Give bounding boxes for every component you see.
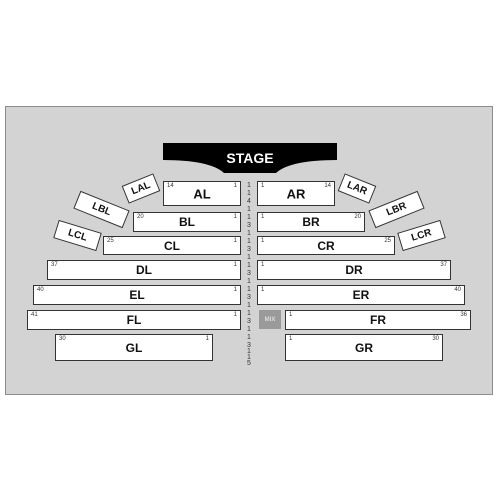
section-gr[interactable]: 1 30 GR [285, 334, 443, 361]
section-al-first-seat: 14 [167, 183, 174, 189]
section-ar-label: AR [286, 186, 306, 201]
section-dr-last-seat: 37 [440, 262, 447, 268]
aisle-number: 1 [247, 302, 251, 309]
aisle-number: 4 [247, 198, 251, 205]
section-dr[interactable]: 1 37 DR [257, 260, 451, 280]
aisle-number: 1 [247, 334, 251, 341]
aisle-number: 1 [247, 238, 251, 245]
section-al[interactable]: 14 1 AL [163, 181, 241, 206]
section-br-first-seat: 1 [261, 214, 265, 220]
aisle-number: 1 [247, 214, 251, 221]
section-bl-label: BL [179, 215, 195, 229]
aisle-number: 3 [247, 294, 251, 301]
aisle-number: 1 [247, 254, 251, 261]
aisle-number: 1 [247, 286, 251, 293]
aisle-number: 1 [247, 182, 251, 189]
section-ar[interactable]: 1 14 AR [257, 181, 335, 206]
section-gl-last-seat: 1 [205, 336, 209, 342]
aisle-number: 1 [247, 190, 251, 197]
aisle-number: 1 [247, 230, 251, 237]
aisle-number: 3 [247, 270, 251, 277]
section-bl-first-seat: 20 [137, 214, 144, 220]
section-cl-first-seat: 25 [107, 238, 114, 244]
aisle-number: 1 [247, 310, 251, 317]
section-gl[interactable]: 30 1 GL [55, 334, 213, 361]
section-fl-last-seat: 1 [233, 312, 237, 318]
section-gr-last-seat: 30 [432, 336, 439, 342]
section-el-last-seat: 1 [233, 287, 237, 293]
section-gl-label: GL [125, 340, 143, 355]
aisle-number: 1 [247, 348, 251, 355]
aisle-number: 1 [247, 262, 251, 269]
section-cr-label: CR [317, 238, 335, 253]
section-fl-first-seat: 41 [31, 312, 38, 318]
section-el[interactable]: 40 1 EL [33, 285, 241, 305]
section-cr[interactable]: 1 25 CR [257, 236, 395, 255]
section-dl-first-seat: 37 [51, 262, 58, 268]
section-fr-first-seat: 1 [289, 312, 293, 318]
section-er-label: ER [352, 288, 370, 302]
section-gl-first-seat: 30 [59, 336, 66, 342]
section-cr-first-seat: 1 [261, 238, 265, 244]
aisle-number: 3 [247, 246, 251, 253]
section-dl-last-seat: 1 [233, 262, 237, 268]
aisle-number: 1 [247, 278, 251, 285]
section-fr[interactable]: 1 36 FR [285, 310, 471, 330]
section-fl-label: FL [126, 313, 142, 327]
aisle-number: 1 [247, 354, 251, 361]
section-cl-last-seat: 1 [233, 238, 237, 244]
section-dr-label: DR [345, 263, 363, 277]
section-cr-last-seat: 25 [384, 238, 391, 244]
section-dl-label: DL [136, 263, 152, 277]
stage-label: STAGE [226, 150, 273, 166]
section-ar-last-seat: 14 [324, 183, 331, 189]
section-fr-last-seat: 36 [460, 312, 467, 318]
section-al-last-seat: 1 [233, 183, 237, 189]
section-br[interactable]: 1 20 BR [257, 212, 365, 232]
section-bl-last-seat: 1 [233, 214, 237, 220]
section-er-first-seat: 1 [261, 287, 265, 293]
section-fr-label: FR [370, 313, 386, 327]
section-er-last-seat: 40 [454, 287, 461, 293]
section-ar-first-seat: 1 [261, 183, 265, 189]
section-er[interactable]: 1 40 ER [257, 285, 465, 305]
section-dl[interactable]: 37 1 DL [47, 260, 241, 280]
section-al-label: AL [193, 186, 211, 201]
aisle-number: 1 [247, 206, 251, 213]
section-fl[interactable]: 41 1 FL [27, 310, 241, 330]
mix-position: MIX [259, 310, 281, 329]
section-br-last-seat: 20 [354, 214, 361, 220]
aisle-number: 3 [247, 318, 251, 325]
section-bl[interactable]: 20 1 BL [133, 212, 241, 232]
section-br-label: BR [302, 215, 320, 229]
aisle-number: 5 [247, 360, 251, 367]
aisle-number: 1 [247, 326, 251, 333]
aisle-number: 3 [247, 222, 251, 229]
section-el-label: EL [129, 288, 145, 302]
aisle-number: 3 [247, 342, 251, 349]
section-cl-label: CL [164, 238, 180, 253]
mix-label: MIX [264, 316, 276, 323]
stage-shape [163, 143, 337, 173]
section-el-first-seat: 40 [37, 287, 44, 293]
section-cl[interactable]: 25 1 CL [103, 236, 241, 255]
section-gr-label: GR [355, 340, 373, 355]
section-dr-first-seat: 1 [261, 262, 265, 268]
section-gr-first-seat: 1 [289, 336, 293, 342]
